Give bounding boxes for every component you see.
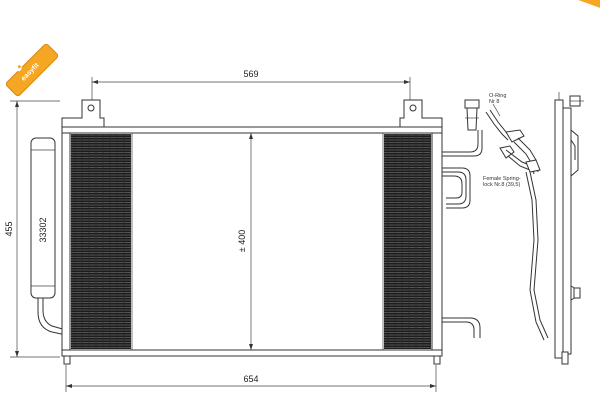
condenser-body — [61, 99, 443, 365]
mount-pin-right — [433, 355, 441, 365]
fitting-detail-o-ring: O-Ring Nr 8 — [464, 93, 539, 175]
mount-bracket-left — [61, 99, 105, 129]
wrench-icon — [7, 64, 22, 79]
spring-lock-label: Female Spring- lock Nr.8 (39,5) — [483, 176, 522, 188]
fin-pattern-right — [384, 134, 431, 349]
bottom-header — [61, 349, 443, 357]
outlet-pipes — [442, 130, 483, 338]
fin-background — [71, 134, 131, 349]
bottom-width-label: 654 — [243, 374, 258, 384]
core-height-label: ± 400 — [237, 230, 247, 252]
fin-pattern-left — [71, 134, 131, 349]
corner-accent — [577, 0, 600, 10]
top-width-label: 569 — [243, 69, 258, 79]
core-height-dimension: ± 400 — [237, 133, 253, 350]
left-height-dimension: 455 — [4, 100, 60, 358]
fin-background — [384, 134, 431, 349]
mount-bracket-right — [399, 99, 443, 129]
top-header — [61, 126, 443, 134]
top-width-dimension: 569 — [91, 69, 411, 100]
dryer-part-number: 33302 — [38, 217, 48, 242]
side-view — [554, 92, 584, 365]
easyfit-badge: easyfit — [5, 43, 59, 97]
left-height-label: 455 — [4, 221, 14, 236]
o-ring-label: O-Ring Nr 8 — [489, 93, 508, 105]
bottom-width-dimension: 654 — [65, 365, 437, 392]
fitting-detail-spring-lock: Female Spring- lock Nr.8 (39,5) — [483, 145, 549, 341]
receiver-dryer: 33302 — [30, 137, 67, 336]
mount-pin-left — [63, 355, 71, 365]
left-tank — [61, 132, 71, 351]
right-tank — [431, 132, 443, 351]
